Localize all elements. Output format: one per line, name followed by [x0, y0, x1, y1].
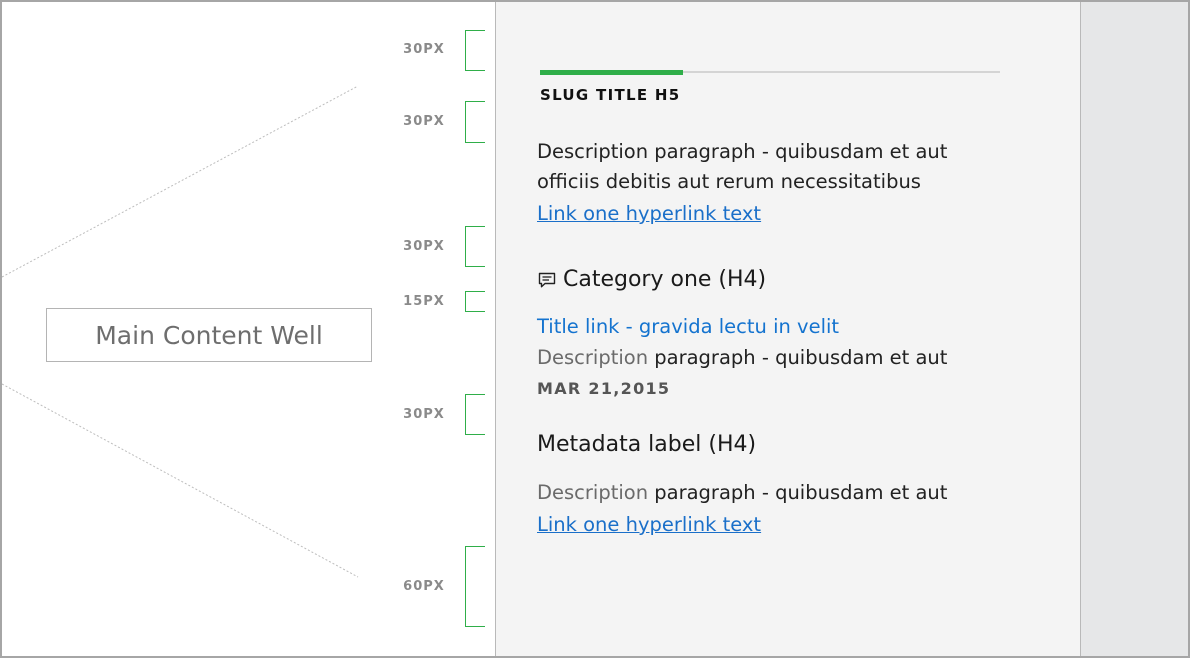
spacing-bracket-5	[465, 394, 485, 435]
slug-divider	[540, 71, 1000, 73]
spacing-label-6: 60PX	[403, 579, 445, 594]
slug-title: SLUG TITLE H5	[540, 86, 681, 104]
metadata-description-label: Description	[537, 481, 649, 504]
spacing-bracket-4	[465, 291, 485, 312]
intro-description-line-2: officiis debitis aut rerum necessitatibu…	[537, 170, 921, 193]
comment-icon	[538, 272, 556, 287]
metadata-description: Description paragraph - quibusdam et aut	[537, 478, 947, 508]
metadata-hyperlink[interactable]: Link one hyperlink text	[537, 513, 762, 536]
spacing-bracket-2	[465, 101, 485, 143]
metadata-heading-text: Metadata label (H4)	[537, 432, 757, 457]
category-date: MAR 21,2015	[537, 379, 671, 398]
category-title-link[interactable]: Title link - gravida lectu in velit	[537, 315, 840, 338]
sidebar-panel	[495, 2, 1081, 656]
slug-accent-bar	[540, 70, 683, 75]
metadata-description-text: paragraph - quibusdam et aut	[648, 481, 948, 504]
metadata-heading: Metadata label (H4)	[537, 432, 756, 457]
category-description: Description paragraph - quibusdam et aut	[537, 343, 947, 373]
category-heading: Category one (H4)	[537, 267, 766, 292]
intro-hyperlink[interactable]: Link one hyperlink text	[537, 202, 762, 225]
category-description-label: Description	[537, 346, 649, 369]
spacing-label-3: 30PX	[403, 239, 445, 254]
spacing-label-2: 30PX	[403, 114, 445, 129]
spacing-bracket-1	[465, 30, 485, 71]
guide-line-bottom	[2, 383, 359, 578]
spacing-bracket-3	[465, 226, 485, 267]
guide-line-top	[2, 85, 359, 278]
perspective-guides	[2, 85, 359, 578]
intro-description-line-1: Description paragraph - quibusdam et aut	[537, 140, 948, 163]
main-content-well: Main Content Well	[46, 308, 372, 362]
main-content-well-label: Main Content Well	[95, 320, 323, 350]
spacing-bracket-6	[465, 546, 485, 627]
category-heading-text: Category one (H4)	[563, 267, 767, 292]
category-description-text: paragraph - quibusdam et aut	[648, 346, 948, 369]
right-rail	[1081, 2, 1188, 656]
spacing-label-4: 15PX	[403, 294, 445, 309]
spacing-label-1: 30PX	[403, 42, 445, 57]
spacing-label-5: 30PX	[403, 407, 445, 422]
